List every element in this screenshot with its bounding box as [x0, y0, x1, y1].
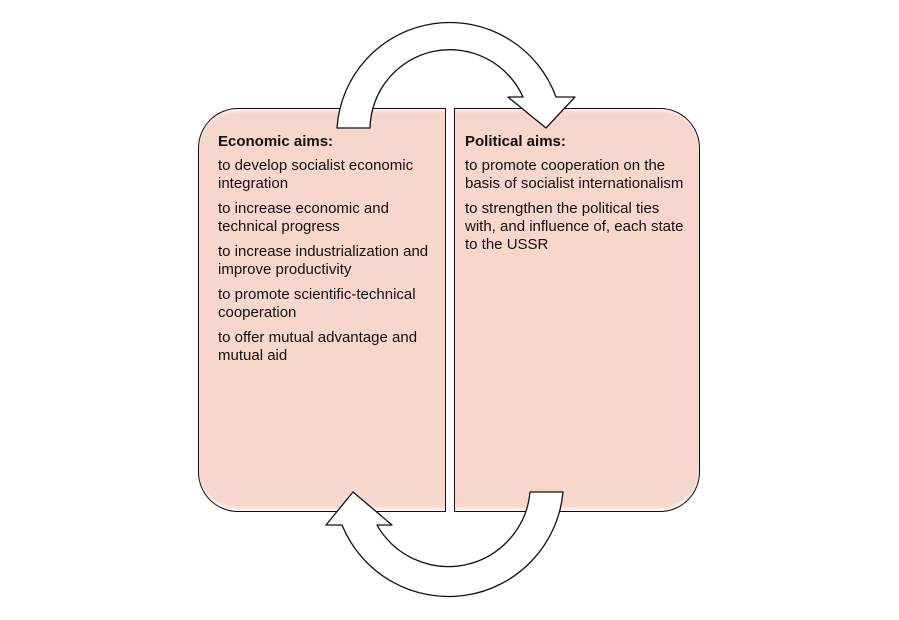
list-item: to increase economic and technical progr…	[218, 200, 389, 235]
economic-aims-title: Economic aims:	[218, 133, 334, 150]
list-item: to offer mutual advantage and mutual aid	[218, 329, 418, 364]
list-item: to strengthen the political ties with, a…	[465, 200, 684, 253]
list-item: to promote cooperation on the basis of s…	[465, 157, 684, 192]
list-item: to develop socialist economic integratio…	[218, 157, 414, 192]
political-aims-list: to promote cooperation on the basis of s…	[465, 157, 691, 254]
list-item: to promote scientific-technical cooperat…	[218, 286, 416, 321]
list-item: to increase industrialization and improv…	[218, 243, 429, 278]
economic-aims-panel: Economic aims: to develop socialist econ…	[198, 108, 446, 512]
bottom-curved-arrow-icon	[325, 491, 564, 598]
economic-aims-list: to develop socialist economic integratio…	[218, 157, 437, 365]
top-curved-arrow-icon	[336, 21, 576, 129]
political-aims-title: Political aims:	[465, 133, 566, 150]
political-aims-panel: Political aims: to promote cooperation o…	[454, 108, 700, 512]
